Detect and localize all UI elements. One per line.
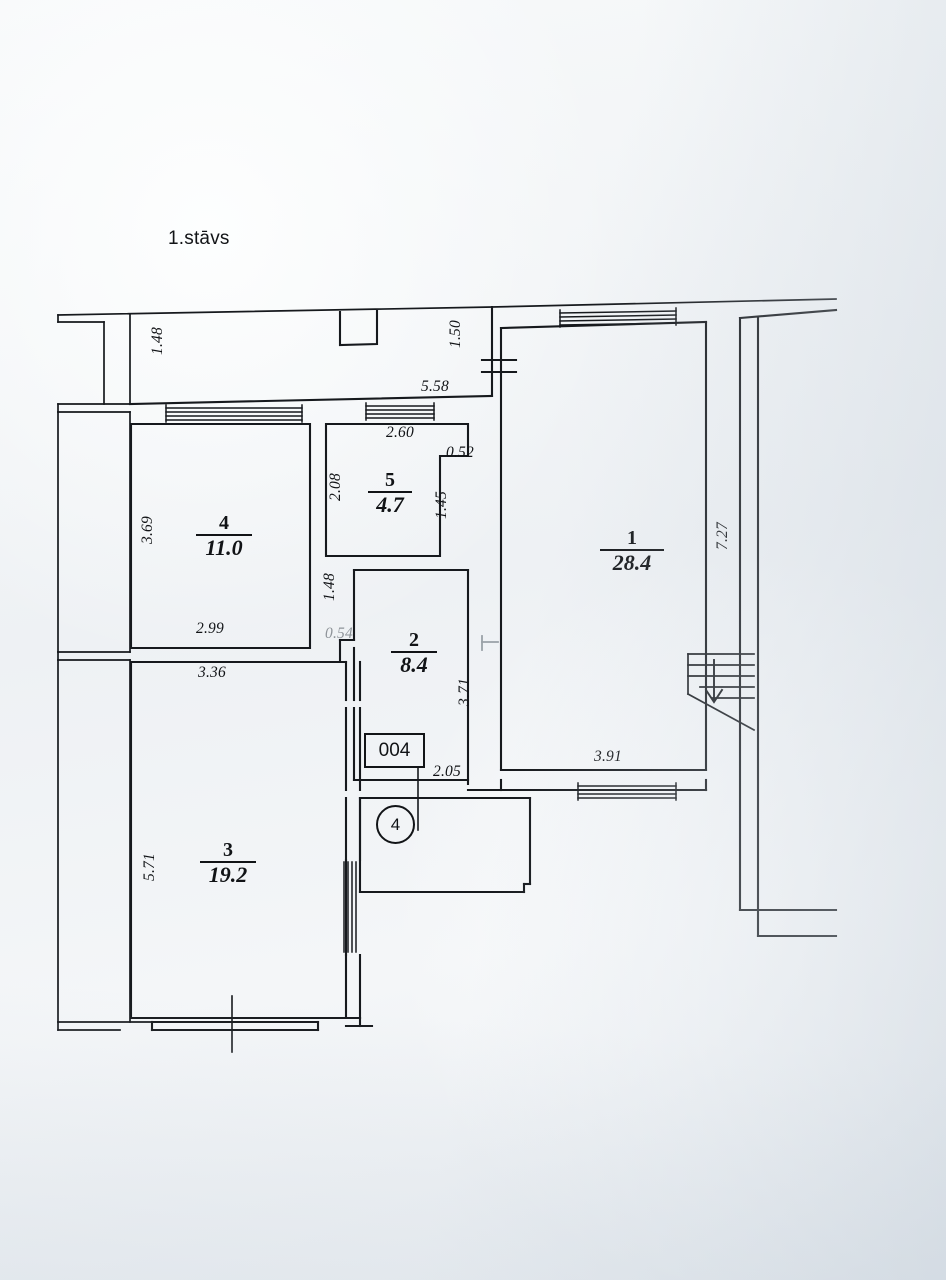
room-label-5: 5 4.7 <box>354 470 426 517</box>
dimension-1-50: 1.50 <box>446 320 464 348</box>
room-2-number: 2 <box>409 629 419 651</box>
room-2-area: 8.4 <box>400 652 428 678</box>
dimension-1-48-top: 1.48 <box>148 327 166 355</box>
dimension-5-71: 5.71 <box>140 853 158 881</box>
room-label-4: 4 11.0 <box>181 513 267 560</box>
dimension-3-71: 3.71 <box>455 678 473 706</box>
dimension-5-58: 5.58 <box>421 378 449 395</box>
room-5-area: 4.7 <box>376 492 404 518</box>
dimension-2-08: 2.08 <box>326 473 344 501</box>
room-5-number: 5 <box>385 469 395 491</box>
dimension-7-27: 7.27 <box>713 522 731 550</box>
dimension-0-54: 0.54 <box>325 625 353 642</box>
faint-opening <box>481 635 499 651</box>
dimension-2-60: 2.60 <box>386 424 414 441</box>
down-arrow-icon <box>704 659 724 704</box>
dimension-0-52: 0.52 <box>446 444 474 461</box>
dimension-3-69: 3.69 <box>138 516 156 544</box>
room-label-1: 1 28.4 <box>586 528 678 575</box>
dimension-3-91: 3.91 <box>594 748 622 765</box>
room-3-number: 3 <box>223 839 233 861</box>
room-1-number: 1 <box>627 527 637 549</box>
apartment-number-tag: 004 <box>364 733 425 768</box>
room-1-area: 28.4 <box>612 550 652 576</box>
dimension-2-99: 2.99 <box>196 620 224 637</box>
room-label-3: 3 19.2 <box>185 840 271 887</box>
room-4-area: 11.0 <box>205 535 243 561</box>
entrance-number-tag: 4 <box>376 805 415 844</box>
room-3-area: 19.2 <box>208 862 248 888</box>
dimension-1-45: 1.45 <box>432 491 450 519</box>
room-label-2: 2 8.4 <box>376 630 452 677</box>
dimension-3-36: 3.36 <box>198 664 226 681</box>
room-4-number: 4 <box>219 512 229 534</box>
dimension-1-48-mid: 1.48 <box>320 573 338 601</box>
dimension-2-05: 2.05 <box>433 763 461 780</box>
